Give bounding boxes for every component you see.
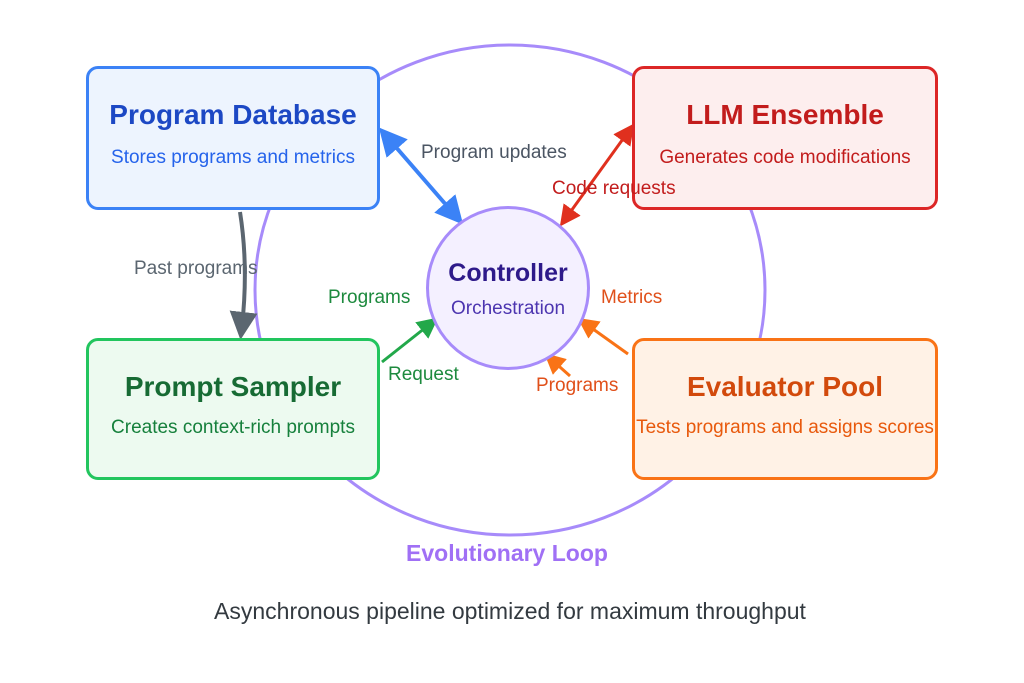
edge-label-metrics: Metrics [601, 287, 663, 308]
edge-label-code-requests: Code requests [552, 178, 676, 199]
evolutionary-loop-label: Evolutionary Loop [406, 540, 608, 566]
edge-label-program-updates: Program updates [421, 142, 567, 163]
program-database-title: Program Database [109, 99, 357, 130]
arrow-program-updates [378, 127, 464, 225]
llm-ensemble-box: LLM Ensemble Generates code modification… [632, 66, 938, 210]
evaluator-pool-description: Tests programs and assigns scores [636, 417, 934, 438]
prompt-sampler-description: Creates context-rich prompts [111, 417, 355, 438]
edge-label-programs-sampler: Programs [328, 287, 411, 308]
prompt-sampler-box: Prompt Sampler Creates context-rich prom… [86, 338, 380, 480]
arrow-past-programs [229, 211, 258, 340]
controller-node: Controller Orchestration [426, 206, 590, 370]
llm-ensemble-title: LLM Ensemble [686, 99, 884, 130]
prompt-sampler-title: Prompt Sampler [124, 371, 342, 402]
evaluator-pool-box: Evaluator Pool Tests programs and assign… [632, 338, 938, 480]
edge-label-request: Request [388, 364, 459, 385]
llm-ensemble-description: Generates code modifications [659, 147, 911, 168]
program-database-box: Program Database Stores programs and met… [86, 66, 380, 210]
controller-subtitle: Orchestration [450, 298, 566, 319]
edge-label-programs-evaluator: Programs [536, 375, 619, 396]
diagram-caption: Asynchronous pipeline optimized for maxi… [214, 598, 806, 624]
edge-label-past-programs: Past programs [134, 258, 258, 279]
arrow-programs-to-evaluator [544, 353, 571, 378]
arrow-metrics [577, 317, 629, 356]
evolutionary-loop-ring [253, 43, 767, 537]
arrow-code-requests [559, 123, 635, 227]
program-database-description: Stores programs and metrics [111, 147, 355, 168]
controller-title: Controller [448, 259, 568, 287]
evaluator-pool-title: Evaluator Pool [686, 371, 884, 402]
arrow-request [381, 317, 439, 364]
